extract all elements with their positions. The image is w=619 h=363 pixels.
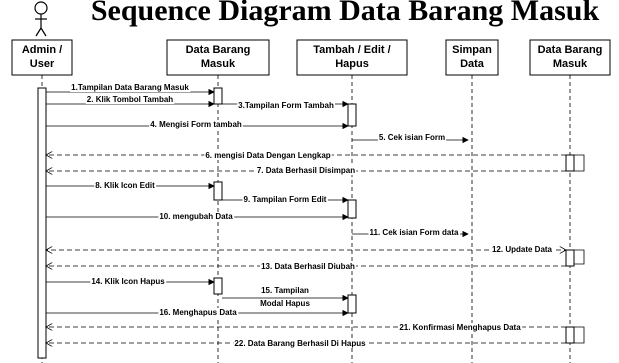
label-background — [242, 195, 328, 204]
participant-tambah-edit-hapus-line1: Tambah / Edit / — [313, 44, 390, 56]
participant-admin-user-line1: Admin / — [22, 44, 62, 56]
activation-form-b — [347, 199, 357, 219]
label-background — [255, 166, 357, 175]
participant-tambah-edit-hapus: Tambah / Edit / Hapus — [296, 39, 408, 76]
label-background — [398, 323, 523, 332]
self-return-21 — [574, 326, 585, 344]
actor-icon — [34, 1, 48, 37]
self-return-6 — [574, 154, 585, 172]
participant-data-barang-masuk-2-line1: Data Barang — [538, 44, 603, 56]
message-3-label: 3.Tampilan Form Tambah — [238, 101, 334, 110]
message-21-label: 21. Konfirmasi Menghapus Data — [399, 323, 521, 332]
activation-dbm1-b — [213, 181, 223, 201]
diagram-title: Sequence Diagram Data Barang Masuk — [91, 0, 600, 27]
label-background — [158, 212, 235, 221]
participant-data-barang-masuk-line1: Data Barang — [186, 44, 251, 56]
label-background — [90, 277, 167, 286]
label-background — [368, 228, 461, 237]
message-5-label: 5. Cek isian Form — [379, 133, 445, 142]
message-22-label: 22. Data Barang Berhasil Di Hapus — [234, 339, 366, 348]
message-12-label: 12. Update Data — [492, 245, 553, 254]
participant-data-barang-masuk-2: Data Barang Masuk — [529, 39, 611, 76]
activation-dbm2-c — [565, 326, 575, 344]
activation-dbm2-b — [565, 249, 575, 267]
message-14-label: 14. Klik Icon Hapus — [91, 277, 165, 286]
activation-dbm2-a — [565, 154, 575, 172]
label-background — [204, 151, 332, 160]
participant-simpan-data: Simpan Data — [445, 39, 499, 76]
label-background — [377, 133, 447, 142]
message-16-label: 16. Menghapus Data — [159, 308, 237, 317]
participant-simpan-data-line1: Simpan — [452, 44, 492, 56]
activation-dbm1-a — [213, 87, 223, 105]
participant-admin-user: Admin / User — [11, 39, 73, 76]
activation-admin-user — [37, 87, 47, 359]
message-6-label: 6. mengisi Data Dengan Lengkap — [205, 151, 330, 160]
participant-tambah-edit-hapus-line2: Hapus — [335, 58, 369, 70]
label-background — [70, 83, 191, 92]
message-13-label: 13. Data Berhasil Diubah — [261, 262, 355, 271]
message-4-label: 4. Mengisi Form tambah — [150, 120, 242, 129]
label-background — [233, 339, 368, 348]
label-background — [94, 181, 157, 190]
message-8-label: 8. Klik Icon Edit — [95, 181, 155, 190]
message-9-label: 9. Tampilan Form Edit — [244, 195, 327, 204]
message-15-label-line2: Modal Hapus — [260, 299, 310, 308]
messages: 1.Tampilan Data Barang Masuk 2. Klik Tom… — [46, 83, 566, 348]
label-background — [259, 299, 312, 308]
participant-simpan-data-line2: Data — [460, 58, 485, 70]
participant-data-barang-masuk-2-line2: Masuk — [553, 58, 588, 70]
participant-admin-user-line2: User — [30, 58, 55, 70]
participant-data-barang-masuk-line2: Masuk — [201, 58, 236, 70]
message-11-label: 11. Cek isian Form data — [370, 228, 459, 237]
self-return-12 — [574, 249, 585, 265]
message-1-label: 1.Tampilan Data Barang Masuk — [71, 83, 189, 92]
participant-data-barang-masuk: Data Barang Masuk — [166, 39, 270, 76]
message-7-label: 7. Data Berhasil Disimpan — [257, 166, 355, 175]
message-2-label: 2. Klik Tombol Tambah — [87, 95, 173, 104]
activation-dbm1-c — [213, 277, 223, 295]
label-background — [260, 286, 311, 295]
label-background — [158, 308, 239, 317]
label-background — [260, 262, 357, 271]
activation-form-c — [347, 294, 357, 314]
label-background — [490, 245, 554, 254]
message-15-label-line1: 15. Tampilan — [261, 286, 309, 295]
label-background — [237, 101, 335, 110]
label-background — [149, 120, 243, 129]
activation-form-a — [347, 103, 357, 127]
message-10-label: 10. mengubah Data — [159, 212, 233, 221]
label-background — [85, 95, 175, 104]
